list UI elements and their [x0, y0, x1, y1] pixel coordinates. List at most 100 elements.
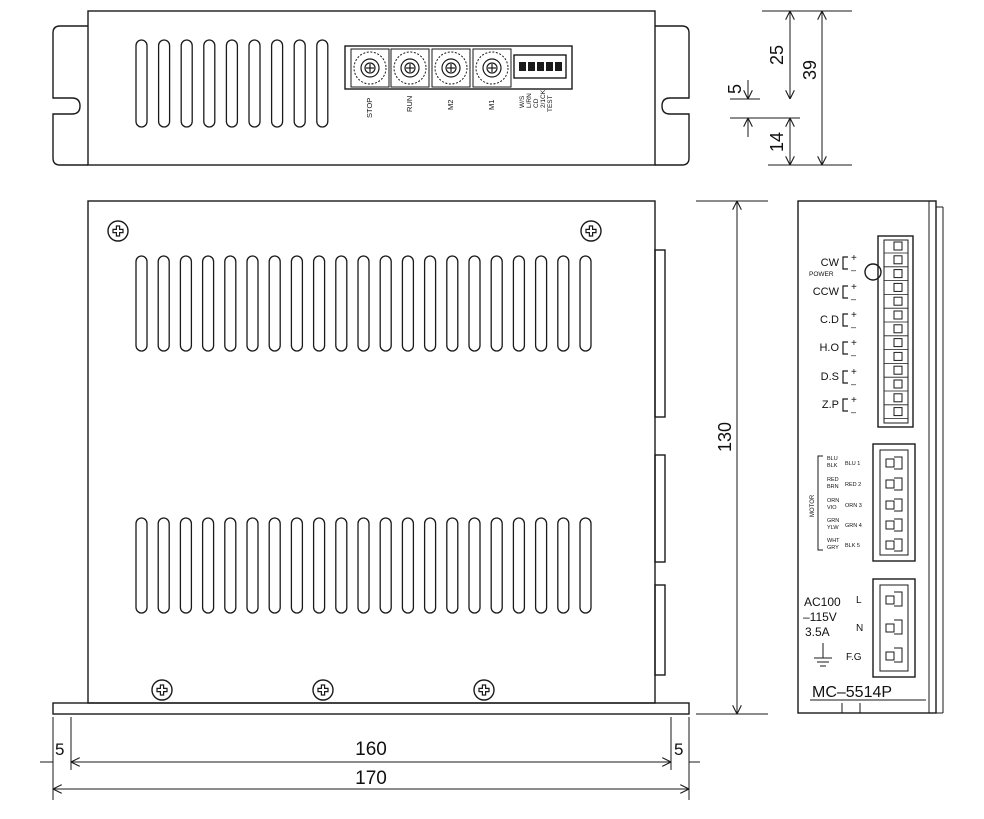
vent-slot — [180, 39, 193, 128]
rotary-switch-icon — [350, 48, 390, 88]
signal-terminal-labels: CW+–CCW+–C.D+–H.O+–D.S+–Z.P+– — [813, 253, 857, 417]
vent-slot — [557, 517, 570, 614]
front-vent-slots-lower — [135, 517, 592, 614]
motor-pin-label: BLK 5 — [845, 543, 860, 549]
dim-top-height-upper: 25 — [767, 45, 787, 65]
vent-slot — [135, 39, 148, 128]
motor-bracket — [817, 455, 823, 551]
motor-wire-color: BLU — [827, 456, 838, 462]
top-height-dimensions: 25 39 5 14 — [725, 10, 852, 166]
dim-top-gap: 5 — [725, 84, 745, 94]
vent-slot — [534, 517, 548, 614]
polarity-plus: + — [851, 338, 857, 349]
motor-wire-color: GRN — [827, 518, 839, 524]
dip-label-test: TEST — [547, 95, 554, 112]
signal-label: CW — [821, 257, 840, 269]
motor-terminal-block — [872, 443, 916, 562]
vent-slot — [401, 255, 415, 352]
vent-slot — [135, 255, 148, 352]
vent-slot — [557, 255, 570, 352]
vent-slot — [316, 39, 329, 128]
top-left-flange — [52, 25, 88, 166]
ac-rating-line-2: –115V — [803, 610, 837, 624]
polarity-minus: – — [851, 379, 856, 389]
vent-slot — [490, 255, 503, 352]
vent-slot — [357, 517, 370, 614]
rotary-switch-icon — [431, 48, 471, 88]
front-tab-1 — [654, 249, 666, 418]
polarity-minus: – — [851, 322, 856, 332]
vent-slot — [335, 255, 348, 352]
screw-icon — [107, 220, 129, 242]
vent-slot — [268, 517, 281, 614]
polarity-minus: – — [851, 350, 856, 360]
vent-slot — [157, 255, 170, 352]
ac-pin-n: N — [856, 623, 863, 634]
vent-slot — [379, 255, 392, 352]
signal-label: CCW — [813, 286, 840, 298]
vent-slot — [335, 517, 348, 614]
vent-slot — [468, 255, 481, 352]
ac-terminal-block — [872, 578, 916, 678]
side-body — [797, 200, 937, 714]
vent-slot — [225, 39, 239, 128]
polarity-minus: – — [851, 294, 856, 304]
ac-pin-fg: F.G — [846, 652, 862, 663]
polarity-plus: + — [851, 310, 857, 321]
ground-icon — [814, 643, 832, 667]
signal-terminal-block — [877, 235, 914, 428]
vent-slot — [135, 517, 148, 614]
vent-slot — [423, 255, 437, 352]
ac-rating-line-1: AC100 — [804, 595, 841, 609]
vent-slot — [246, 255, 259, 352]
dip-label-21ck: 2/1CK — [540, 89, 547, 108]
signal-label: D.S — [821, 371, 839, 383]
vent-slot — [579, 517, 592, 614]
vent-slot — [512, 255, 526, 352]
motor-pin-label: BLU 1 — [845, 461, 860, 467]
vent-slot — [357, 255, 370, 352]
dip-switch — [513, 54, 567, 79]
rotary-switch-icon — [472, 48, 512, 88]
vent-slot — [512, 517, 526, 614]
vent-slot — [203, 39, 216, 128]
screw-icon — [580, 220, 602, 242]
power-label: POWER — [809, 271, 834, 278]
motor-wire-color: YLW — [827, 525, 839, 531]
motor-pin-label: GRN 4 — [845, 523, 862, 529]
vent-slot — [290, 517, 304, 614]
model-label: MC–5514P — [812, 684, 892, 701]
signal-label: C.D — [820, 314, 839, 326]
switch-label-m1: M1 — [487, 100, 496, 110]
vent-slot — [201, 255, 215, 352]
polarity-plus: + — [851, 395, 857, 406]
switch-label-m2: M2 — [446, 100, 455, 110]
motor-wire-color: RED — [827, 477, 839, 483]
dim-top-height-total: 39 — [800, 60, 820, 80]
base-plate — [52, 702, 690, 715]
top-right-flange — [655, 25, 690, 166]
vent-slot — [290, 255, 304, 352]
vent-slot — [579, 255, 592, 352]
dim-front-height: 130 — [715, 422, 735, 452]
vent-slot — [268, 255, 281, 352]
polarity-plus: + — [851, 253, 857, 264]
screw-icon — [151, 679, 173, 701]
vent-slot — [157, 517, 170, 614]
top-view: STOP RUN M2 M1 W/S L/RN CD 2/1CK TEST — [52, 10, 690, 166]
motor-wire-color: WHT — [827, 538, 840, 544]
motor-wire-color: GRY — [827, 545, 839, 551]
width-dimensions: 5 160 5 170 — [40, 717, 700, 800]
vent-slot — [312, 255, 326, 352]
screw-icon — [473, 679, 495, 701]
vent-slot — [293, 39, 306, 128]
vent-slot — [179, 517, 193, 614]
dim-top-height-lower: 14 — [767, 132, 787, 152]
signal-label: H.O — [819, 342, 839, 354]
vent-slot — [224, 255, 237, 352]
front-tab-3 — [654, 584, 666, 676]
vent-slot — [446, 255, 459, 352]
polarity-minus: – — [851, 407, 856, 417]
rotary-switches — [350, 48, 512, 88]
